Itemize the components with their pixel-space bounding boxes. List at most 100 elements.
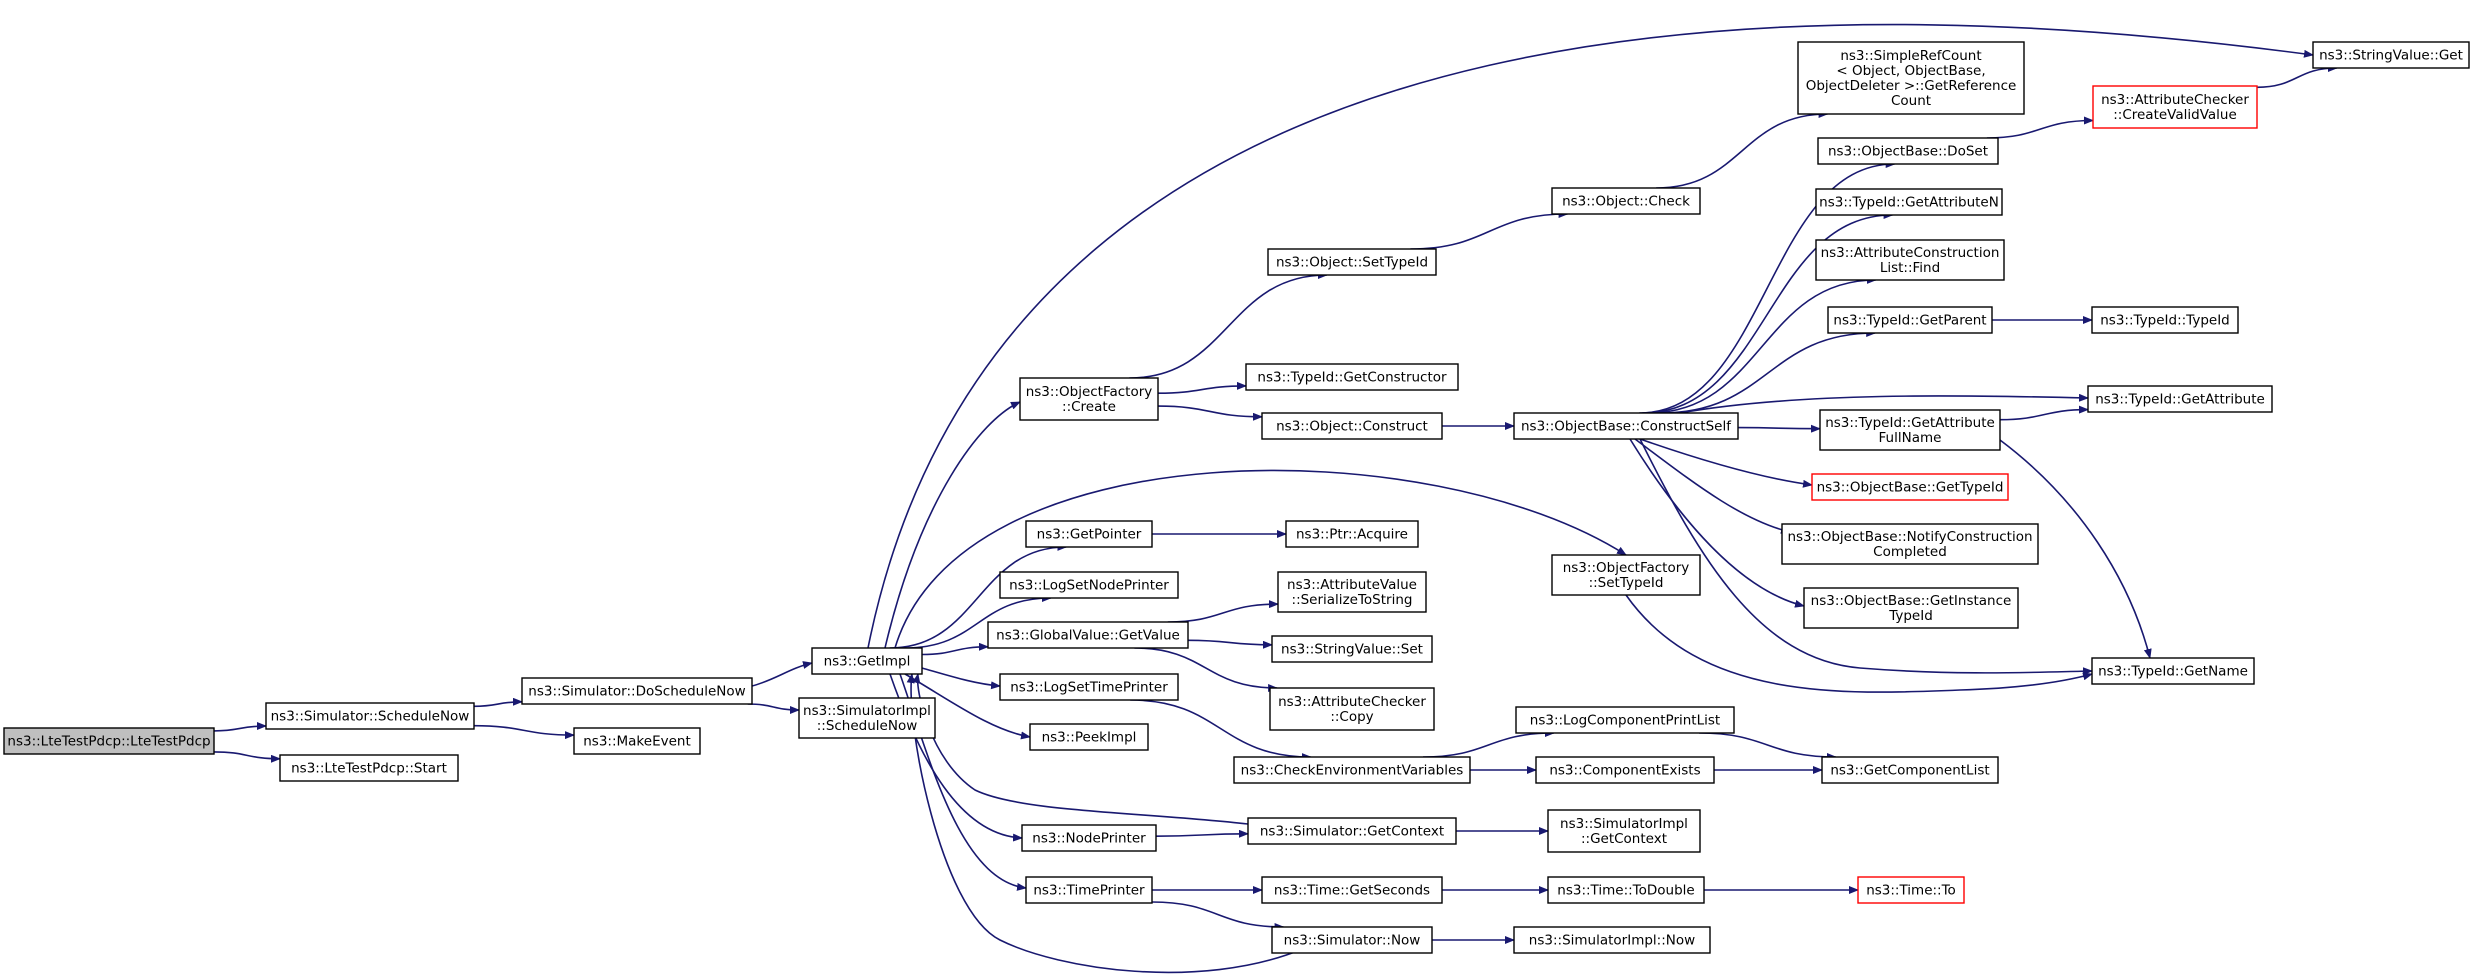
graph-node-n24[interactable]: ns3::Time::GetSeconds — [1261, 876, 1443, 904]
graph-node-n43[interactable]: ns3::GetComponentList — [1821, 756, 1999, 784]
node-box — [1025, 520, 1153, 548]
node-box — [1547, 876, 1705, 904]
node-box — [521, 677, 753, 705]
graph-node-n22[interactable]: ns3::CheckEnvironmentVariables — [1233, 756, 1471, 784]
node-label: FullName — [1879, 430, 1942, 446]
node-label: ns3::Time::To — [1866, 883, 1956, 899]
node-label: ns3::TimePrinter — [1033, 883, 1145, 899]
edge-n0-n1 — [213, 722, 267, 732]
graph-node-n34[interactable]: ns3::SimpleRefCount< Object, ObjectBase,… — [1797, 41, 2025, 115]
edge-n5-n28 — [894, 469, 1627, 649]
graph-node-n35[interactable]: ns3::ObjectBase::DoSet — [1817, 137, 1999, 165]
graph-node-n40[interactable]: ns3::ObjectBase::GetTypeId — [1811, 473, 2009, 501]
edge-n27-n37 — [1648, 276, 1877, 414]
graph-node-n11[interactable]: ns3::LogSetTimePrinter — [999, 673, 1179, 701]
graph-node-n16[interactable]: ns3::TypeId::GetConstructor — [1245, 363, 1459, 391]
edge-n3-n5 — [751, 661, 813, 687]
node-box — [1245, 363, 1459, 391]
graph-node-n31[interactable]: ns3::SimulatorImpl::GetContext — [1547, 809, 1701, 853]
edge-n7-n15 — [1129, 271, 1328, 379]
node-box — [1247, 817, 1457, 845]
graph-node-n29[interactable]: ns3::LogComponentPrintList — [1515, 706, 1735, 734]
node-label: ns3::GetPointer — [1037, 527, 1142, 543]
graph-node-n19[interactable]: ns3::AttributeValue::SerializeToString — [1277, 571, 1427, 613]
graph-node-n44[interactable]: ns3::Time::To — [1857, 876, 1965, 904]
node-label: ns3::AttributeConstruction — [1821, 245, 2000, 261]
graph-node-n23[interactable]: ns3::Simulator::GetContext — [1247, 817, 1457, 845]
graph-node-n9[interactable]: ns3::LogSetNodePrinter — [999, 571, 1179, 599]
graph-node-n7[interactable]: ns3::ObjectFactory::Create — [1019, 377, 1159, 421]
graph-node-n8[interactable]: ns3::GetPointer — [1025, 520, 1153, 548]
edge-n27-n39 — [1737, 424, 1821, 433]
node-box — [798, 697, 936, 739]
node-label: ns3::Time::GetSeconds — [1274, 883, 1430, 899]
graph-node-n47[interactable]: ns3::TypeId::TypeId — [2091, 306, 2239, 334]
graph-node-n10[interactable]: ns3::GlobalValue::GetValue — [987, 621, 1189, 649]
graph-node-n28[interactable]: ns3::ObjectFactory::SetTypeId — [1551, 554, 1701, 596]
graph-node-n13[interactable]: ns3::NodePrinter — [1021, 824, 1157, 852]
graph-node-n2[interactable]: ns3::LteTestPdcp::Start — [279, 754, 459, 782]
node-label: ns3::TypeId::TypeId — [2100, 313, 2230, 329]
edge-line — [894, 469, 1627, 649]
graph-node-n45[interactable]: ns3::AttributeChecker::CreateValidValue — [2092, 85, 2258, 129]
graph-node-n20[interactable]: ns3::StringValue::Set — [1271, 635, 1433, 663]
edge-line — [2256, 64, 2338, 89]
graph-node-n25[interactable]: ns3::Simulator::Now — [1271, 926, 1433, 954]
edge-line — [213, 722, 267, 732]
node-box — [1515, 706, 1735, 734]
edge-n27-n40 — [1639, 438, 1813, 488]
node-box — [1815, 188, 2003, 216]
edge-line — [1157, 381, 1247, 394]
edge-n27-n35 — [1639, 160, 1896, 414]
graph-node-n38[interactable]: ns3::TypeId::GetParent — [1827, 306, 1993, 334]
node-label: ns3::Object::Check — [1562, 194, 1690, 210]
graph-node-n46[interactable]: ns3::StringValue::Get — [2312, 41, 2470, 69]
node-label: ns3::TypeId::GetConstructor — [1257, 370, 1447, 386]
edge-n45-n46 — [2256, 64, 2338, 89]
graph-node-n36[interactable]: ns3::TypeId::GetAttributeN — [1815, 188, 2003, 216]
graph-node-n6[interactable]: ns3::SimulatorImpl::ScheduleNow — [798, 697, 936, 739]
node-label: ObjectDeleter >::GetReference — [1806, 78, 2017, 94]
graph-node-n14[interactable]: ns3::TimePrinter — [1025, 876, 1153, 904]
graph-node-n18[interactable]: ns3::Ptr::Acquire — [1285, 520, 1419, 548]
graph-node-n5[interactable]: ns3::GetImpl — [811, 647, 923, 675]
graph-node-n15[interactable]: ns3::Object::SetTypeId — [1267, 248, 1437, 276]
edge-line — [884, 401, 1021, 649]
graph-node-n49[interactable]: ns3::TypeId::GetName — [2091, 657, 2255, 685]
graph-node-n33[interactable]: ns3::SimulatorImpl::Now — [1513, 926, 1711, 954]
graph-node-n3[interactable]: ns3::Simulator::DoScheduleNow — [521, 677, 753, 705]
node-box — [1271, 926, 1433, 954]
graph-node-n4[interactable]: ns3::MakeEvent — [573, 727, 701, 755]
node-label: ::ScheduleNow — [817, 718, 918, 734]
edge-n39-n49 — [1999, 439, 2152, 659]
edge-line — [1625, 594, 2093, 693]
node-label: ns3::AttributeChecker — [1278, 694, 1426, 710]
node-label: ns3::Simulator::GetContext — [1260, 824, 1444, 840]
graph-node-n30[interactable]: ns3::ComponentExists — [1535, 756, 1715, 784]
graph-node-n12[interactable]: ns3::PeekImpl — [1029, 723, 1149, 751]
graph-node-n32[interactable]: ns3::Time::ToDouble — [1547, 876, 1705, 904]
node-label: ns3::LogSetTimePrinter — [1010, 680, 1168, 696]
node-box — [1271, 635, 1433, 663]
graph-node-n17[interactable]: ns3::Object::Construct — [1261, 412, 1443, 440]
node-label: ns3::TypeId::GetAttribute — [1825, 415, 1995, 431]
node-box — [1029, 723, 1149, 751]
graph-node-n26[interactable]: ns3::Object::Check — [1551, 187, 1701, 215]
edge-n39-n48 — [1999, 405, 2089, 421]
graph-node-n48[interactable]: ns3::TypeId::GetAttribute — [2087, 385, 2273, 413]
graph-node-n41[interactable]: ns3::ObjectBase::NotifyConstructionCompl… — [1781, 523, 2039, 565]
graph-node-n27[interactable]: ns3::ObjectBase::ConstructSelf — [1513, 412, 1739, 440]
node-label: ns3::ObjectBase::NotifyConstruction — [1787, 529, 2032, 545]
graph-node-n21[interactable]: ns3::AttributeChecker::Copy — [1269, 687, 1435, 731]
node-label: ns3::SimulatorImpl — [803, 703, 931, 719]
node-box — [2092, 85, 2258, 129]
node-box — [2312, 41, 2470, 69]
node-box — [1513, 412, 1739, 440]
graph-node-n1[interactable]: ns3::Simulator::ScheduleNow — [265, 702, 475, 730]
node-box — [2091, 657, 2255, 685]
node-box — [1551, 554, 1701, 596]
graph-node-n0: ns3::LteTestPdcp::LteTestPdcp — [3, 727, 215, 755]
